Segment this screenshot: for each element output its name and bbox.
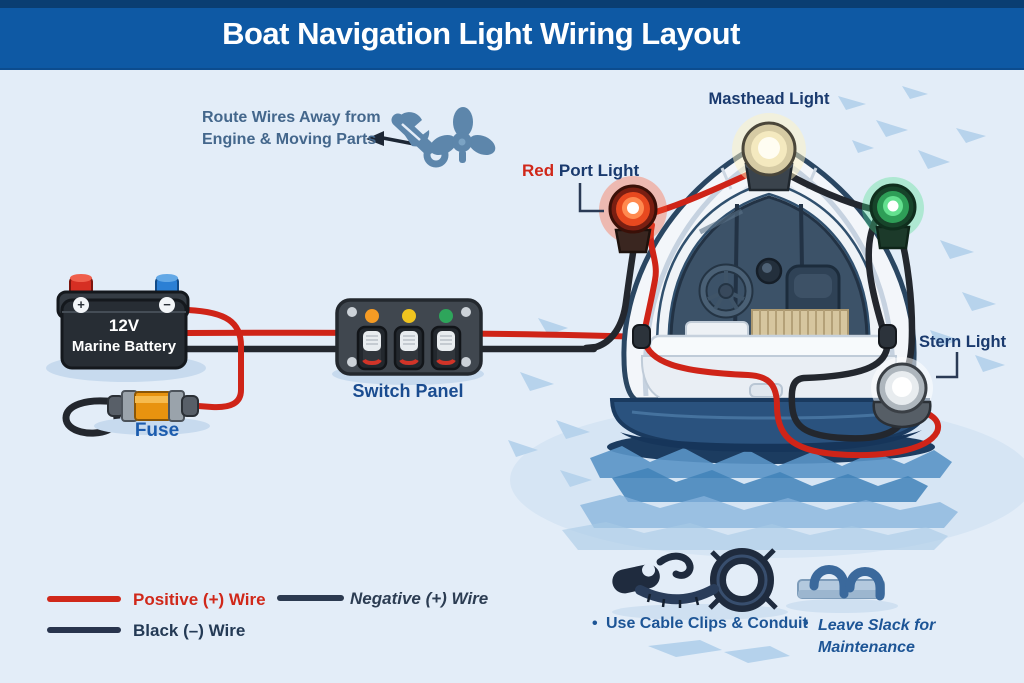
stern-light	[871, 357, 933, 429]
gunwale-clip-right	[878, 324, 897, 349]
masthead-light	[732, 113, 806, 192]
battery-minus-icon: −	[159, 297, 175, 313]
battery-body	[60, 298, 188, 370]
port-light-label: Red Port Light	[522, 161, 639, 181]
gunwale-clip-left	[632, 324, 651, 349]
battery-to-fuse-wire	[185, 307, 244, 411]
title-bar	[0, 0, 1024, 70]
rocker-switches[interactable]	[356, 325, 462, 371]
route-note-line1: Route Wires Away from	[202, 109, 381, 126]
battery-illustration	[46, 274, 206, 382]
legend-black-label: Black (–) Wire	[133, 621, 246, 640]
masthead-light-label: Masthead Light	[708, 90, 830, 108]
stern-positive-wire	[641, 337, 942, 459]
starboard-light	[862, 177, 924, 250]
route-note-arrow	[366, 131, 384, 146]
battery-name-label: Marine Battery	[71, 338, 177, 355]
legend-positive-label: Positive (+) Wire	[133, 590, 266, 609]
port-positive-wire	[641, 222, 659, 337]
boat-wires	[582, 166, 942, 459]
stern-negative-wire	[788, 344, 905, 442]
switch-panel-illustration	[332, 298, 484, 385]
tip-1-label: Use Cable Clips & Conduit	[606, 615, 808, 632]
port-light-label-rest: Port Light	[558, 161, 640, 180]
boat-illustration	[609, 136, 931, 452]
port-label-leader	[578, 183, 604, 213]
legend-negative-label: Negative (+) Wire	[350, 589, 489, 608]
stern-label-leader	[936, 352, 959, 379]
indicator-led-green	[439, 309, 453, 323]
legend-positive-swatch	[47, 596, 121, 602]
tip-1-bullet: •	[592, 615, 598, 632]
legend-swatches	[47, 595, 344, 633]
port-light-negative-wire	[582, 230, 640, 352]
tip-2-bullet: •	[803, 615, 809, 632]
leader-lines	[578, 183, 959, 379]
route-note-line2: Engine & Moving Parts	[202, 131, 377, 148]
battery-voltage-label: 12V	[108, 316, 140, 335]
fuse-illustration	[94, 390, 210, 435]
tip-2-label: Leave Slack for Maintenance	[818, 617, 936, 656]
indicator-led-orange	[365, 309, 379, 323]
battery-plus-icon: +	[73, 297, 89, 313]
wrench-propeller-icon	[366, 107, 496, 168]
fuse-label: Fuse	[134, 420, 180, 441]
port-light	[599, 176, 667, 254]
switch-panel-label: Switch Panel	[352, 381, 464, 401]
legend-black-swatch	[47, 627, 121, 633]
page-title: Boat Navigation Light Wiring Layout	[222, 16, 740, 51]
stern-light-label: Stern Light	[919, 333, 1007, 351]
indicator-led-yellow	[402, 309, 416, 323]
cable-clips-icon	[786, 565, 898, 613]
cable-clip-conduit-icon	[612, 548, 788, 620]
port-light-label-red-word: Red	[522, 161, 555, 180]
legend-negative-swatch	[277, 595, 344, 601]
